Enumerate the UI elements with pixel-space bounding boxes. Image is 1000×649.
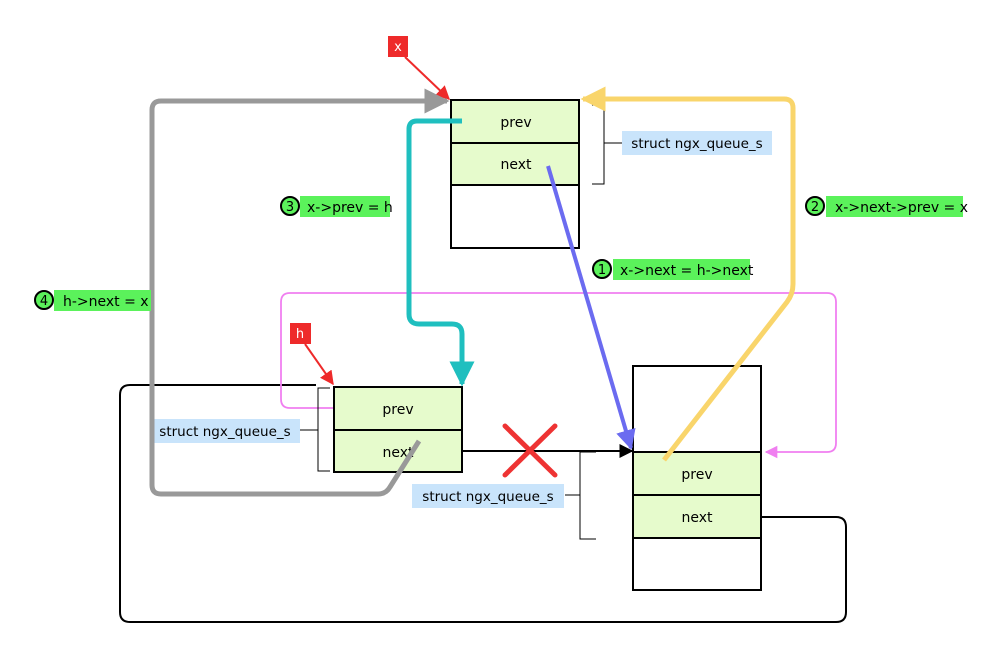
pointer-x-arrow — [404, 56, 451, 100]
step-2-num: 2 — [811, 200, 819, 215]
pointer-h-tag — [290, 323, 311, 344]
step-4-num: 4 — [40, 294, 48, 309]
node-h: prev next struct ngx_queue_s — [150, 386, 463, 473]
pointer-x-label: x — [394, 40, 402, 55]
node-x-struct-bg — [622, 131, 772, 155]
step-1: 1 x->next = h->next — [592, 259, 754, 280]
node-x-prev-cell — [450, 99, 580, 144]
step-1-num: 1 — [598, 263, 606, 278]
step-4: 4 h->next = x — [34, 290, 151, 311]
pointer-h-arrow — [304, 343, 334, 386]
node-h-struct-bg — [150, 419, 300, 443]
node-x-next-cell — [450, 142, 580, 186]
step-3-text: x->prev = h — [307, 200, 393, 216]
removed-link-cross — [502, 423, 558, 478]
node-h-next-struct-label: struct ngx_queue_s — [422, 489, 553, 505]
step-1-bg — [613, 259, 750, 280]
node-h-prev-cell — [333, 386, 463, 431]
step-4-bg — [54, 290, 151, 311]
node-h-next-prev-label: prev — [681, 467, 712, 483]
step-1-badge — [592, 259, 612, 279]
h-prev-old-link — [119, 384, 847, 623]
step-1-text: x->next = h->next — [620, 263, 754, 279]
step-4-text: h->next = x — [63, 294, 149, 310]
node-x-prev-label: prev — [500, 115, 531, 131]
node-x-next-label: next — [500, 157, 532, 173]
node-x-body — [450, 184, 580, 249]
step-2-badge — [805, 196, 825, 216]
pointer-x: x — [388, 36, 451, 100]
pointer-h-label: h — [296, 327, 304, 342]
pointer-h: h — [290, 323, 334, 386]
node-h-next: prev next struct ngx_queue_s — [412, 365, 762, 591]
step-3-badge — [280, 196, 300, 216]
old-prev-pink-link — [280, 292, 837, 459]
node-h-next-body — [632, 537, 762, 591]
step-3-num: 3 — [286, 200, 294, 215]
pointer-x-tag — [388, 36, 408, 57]
step-2-bg — [826, 196, 963, 217]
step-2: 2 x->next->prev = x — [805, 196, 968, 217]
node-h-next-next-label: next — [681, 510, 713, 526]
step1-arrow — [546, 165, 636, 450]
step-4-badge — [34, 290, 54, 310]
node-h-struct-label: struct ngx_queue_s — [159, 424, 290, 440]
node-h-next-struct-bracket — [565, 451, 596, 540]
node-h-struct-bracket — [300, 387, 330, 472]
node-x-struct-bracket — [592, 104, 622, 185]
node-x-struct-label: struct ngx_queue_s — [631, 136, 762, 152]
step4-arrow — [149, 88, 450, 497]
node-h-next-top — [632, 365, 762, 453]
node-h-next-struct-bg — [412, 484, 564, 508]
step3-arrow — [406, 118, 475, 387]
step-2-text: x->next->prev = x — [835, 200, 968, 216]
node-h-prev-label: prev — [382, 402, 413, 418]
step-3: 3 x->prev = h — [280, 196, 393, 217]
step-3-bg — [300, 196, 390, 217]
step2-arrow — [580, 86, 796, 462]
node-x: prev next struct ngx_queue_s — [450, 99, 772, 249]
